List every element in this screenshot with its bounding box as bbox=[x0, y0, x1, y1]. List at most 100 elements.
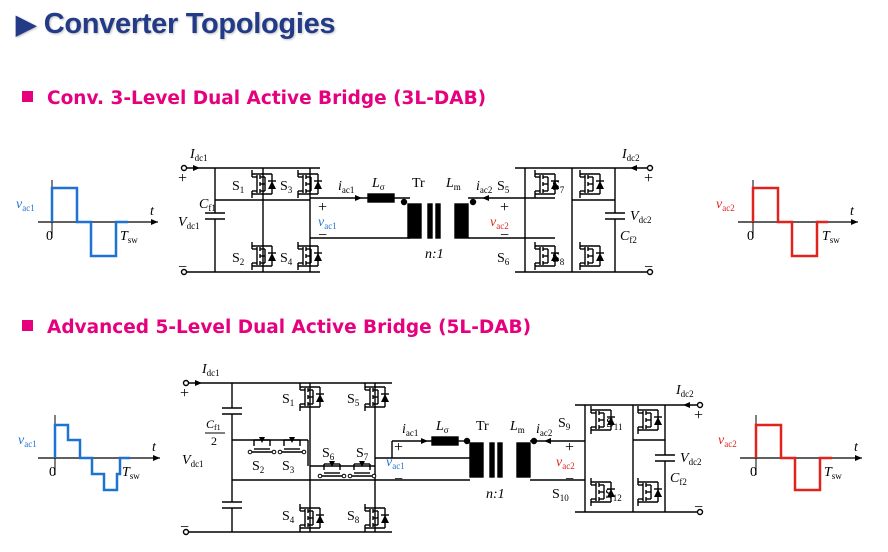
label-s5-3l: S5 bbox=[497, 179, 510, 195]
switch-s8-5l bbox=[364, 503, 390, 533]
label-vac1-circuit-5l: vac1 bbox=[386, 455, 405, 471]
switch-s2-3l bbox=[251, 241, 277, 271]
label-tsw-5l-right: Tsw bbox=[824, 465, 842, 481]
label-vdc2-3l: Vdc2 bbox=[630, 209, 652, 225]
label-tr-3l: Tr bbox=[412, 176, 425, 191]
label-s1-5l: S1 bbox=[282, 392, 294, 408]
label-iac1-3l: iac1 bbox=[338, 179, 354, 195]
label-vdc1-5l: Vdc1 bbox=[182, 453, 204, 469]
minus-mid-left-5l: − bbox=[394, 471, 403, 488]
plus-right-5l: + bbox=[694, 407, 703, 424]
plus-mid-right-3l: + bbox=[500, 199, 509, 216]
label-vac2-circuit-3l: vac2 bbox=[490, 215, 509, 231]
slide-title: ▶Converter Topologies bbox=[16, 8, 336, 41]
label-vdc2-5l: Vdc2 bbox=[680, 451, 702, 467]
label-s4-5l: S4 bbox=[282, 509, 295, 525]
waveform-vac2-3l: vac2 0 Tsw t bbox=[716, 180, 858, 258]
switch-s8-3l bbox=[579, 241, 605, 271]
label-cf2-3l: Cf2 bbox=[620, 229, 637, 245]
label-s2-5l: S2 bbox=[252, 459, 264, 475]
label-cf1-half-5l: Cf1 bbox=[206, 417, 221, 432]
waveform-vac2-5l: vac2 0 Tsw t bbox=[718, 415, 862, 492]
label-lsigma-5l: Lσ bbox=[435, 419, 449, 435]
plus-mid-left-5l: + bbox=[394, 439, 403, 456]
label-lm-5l: Lm bbox=[509, 419, 525, 435]
label-vac2-5l: vac2 bbox=[718, 433, 737, 449]
switch-s11-5l bbox=[637, 405, 663, 435]
label-vdc1-3l: Vdc1 bbox=[178, 215, 200, 231]
triangle-bullet-icon: ▶ bbox=[16, 9, 36, 39]
label-t-5l-left: t bbox=[152, 440, 157, 455]
label-s1-3l: S1 bbox=[232, 179, 244, 195]
section-heading-3l-dab: Conv. 3-Level Dual Active Bridge (3L-DAB… bbox=[22, 88, 486, 109]
section-heading-5l-dab: Advanced 5-Level Dual Active Bridge (5L-… bbox=[22, 317, 531, 338]
circuit-3l-dab bbox=[180, 164, 654, 276]
label-tsw-5l-left: Tsw bbox=[122, 465, 140, 481]
switch-s4-5l bbox=[299, 503, 325, 533]
switch-s1-5l bbox=[299, 382, 325, 412]
switch-s5-5l bbox=[364, 382, 390, 412]
label-s8-5l: S8 bbox=[347, 509, 360, 525]
waveform-vac1-5l: vac1 0 Tsw t bbox=[18, 415, 160, 492]
label-vac1-circuit-3l: vac1 bbox=[318, 215, 337, 231]
square-bullet-icon bbox=[22, 320, 33, 331]
label-s2-3l: S2 bbox=[232, 251, 244, 267]
switch-s6-5l bbox=[317, 460, 347, 479]
label-vac1-5l: vac1 bbox=[18, 433, 37, 449]
label-t-3l-right: t bbox=[850, 204, 855, 219]
minus-mid-right-3l: − bbox=[500, 227, 509, 244]
section-heading-3l-dab-text: Conv. 3-Level Dual Active Bridge (3L-DAB… bbox=[47, 88, 487, 109]
label-idc1-3l: Idc1 bbox=[189, 147, 208, 163]
label-iac2-5l: iac2 bbox=[536, 422, 552, 438]
circuit-5l-dab bbox=[182, 379, 704, 536]
label-lm-3l: Lm bbox=[445, 176, 461, 192]
label-t-5l-right: t bbox=[854, 440, 859, 455]
label-cf2-5l: Cf2 bbox=[670, 471, 687, 487]
label-s3-5l: S3 bbox=[282, 459, 295, 475]
label-ratio-5l: n:1 bbox=[486, 487, 505, 502]
label-idc2-5l: Idc2 bbox=[675, 383, 694, 399]
label-tsw-3l-right: Tsw bbox=[822, 229, 840, 245]
label-ratio-3l: n:1 bbox=[425, 247, 444, 262]
label-cf1-3l: Cf1 bbox=[199, 197, 216, 213]
minus-right-3l: − bbox=[644, 259, 653, 276]
label-s3-3l: S3 bbox=[280, 179, 293, 195]
label-tr-5l: Tr bbox=[476, 419, 489, 434]
label-s10-5l: S10 bbox=[552, 487, 569, 503]
label-iac2-3l: iac2 bbox=[476, 179, 492, 195]
label-s6-3l: S6 bbox=[497, 251, 510, 267]
plus-mid-right-5l: + bbox=[565, 439, 574, 456]
square-bullet-icon bbox=[22, 91, 33, 102]
label-s6-5l: S6 bbox=[322, 446, 335, 462]
label-s5-5l: S5 bbox=[347, 392, 360, 408]
switch-s4-3l bbox=[297, 241, 323, 271]
plus-left-3l: + bbox=[178, 170, 187, 187]
label-s8-3l: S8 bbox=[552, 251, 565, 267]
switch-s7-5l bbox=[347, 460, 377, 479]
section-heading-5l-dab-text: Advanced 5-Level Dual Active Bridge (5L-… bbox=[47, 317, 532, 338]
waveform-vac1-3l: vac1 0 Tsw t bbox=[16, 180, 158, 258]
label-vac2-3l: vac2 bbox=[716, 197, 735, 213]
label-s9-5l: S9 bbox=[558, 416, 571, 432]
label-zero-3l-right: 0 bbox=[747, 229, 754, 244]
label-zero-3l-left: 0 bbox=[46, 229, 53, 244]
minus-mid-left-3l: − bbox=[318, 227, 327, 244]
label-vac2-circuit-5l: vac2 bbox=[556, 455, 575, 471]
label-s7-3l: S7 bbox=[552, 179, 565, 195]
label-tsw-3l-left: Tsw bbox=[120, 229, 138, 245]
label-vac1-3l: vac1 bbox=[16, 197, 35, 213]
label-zero-5l-left: 0 bbox=[49, 465, 56, 480]
label-s7-5l: S7 bbox=[356, 446, 369, 462]
switch-s7-3l bbox=[579, 169, 605, 199]
labels-3l: Idc1 + − Cf1 Vdc1 S1 S3 S2 S4 iac1 Lσ Tr… bbox=[178, 147, 653, 276]
minus-left-5l: − bbox=[180, 519, 189, 536]
switch-s1-3l bbox=[251, 169, 277, 199]
label-lsigma-3l: Lσ bbox=[371, 176, 385, 192]
plus-left-5l: + bbox=[180, 385, 189, 402]
slide-title-text: Converter Topologies bbox=[43, 8, 336, 40]
minus-right-5l: − bbox=[694, 499, 703, 516]
labels-5l: Idc1 + − Cf1 2 Vdc1 S1 S5 S4 S8 S2 S3 S6… bbox=[180, 362, 703, 536]
label-idc2-3l: Idc2 bbox=[621, 147, 640, 163]
switch-s3-3l bbox=[297, 169, 323, 199]
plus-right-3l: + bbox=[644, 170, 653, 187]
